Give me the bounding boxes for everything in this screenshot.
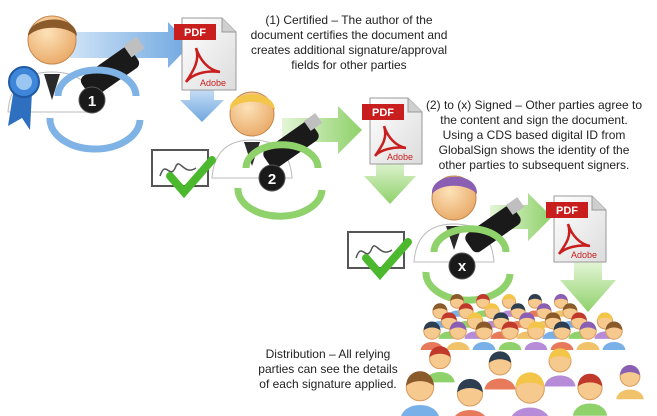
award-ribbon-icon bbox=[8, 66, 40, 130]
cycle-arrows-icon-2 bbox=[234, 141, 326, 220]
adobe-label-3: Adobe bbox=[571, 250, 597, 260]
certified-caption: (1) Certified – The author of the docume… bbox=[250, 13, 448, 72]
relying-party-user-icon bbox=[497, 321, 523, 351]
usb-token-icon-x bbox=[465, 197, 525, 253]
step-badge-1-label: 1 bbox=[88, 93, 96, 110]
step-badge-2-label: 2 bbox=[268, 171, 276, 188]
relying-party-user-icon bbox=[615, 365, 645, 401]
pdf-tag-2: PDF bbox=[372, 107, 394, 119]
relying-party-user-icon bbox=[454, 378, 486, 416]
arrow-doc1-to-signer2 bbox=[180, 86, 224, 122]
step-badge-1: 1 bbox=[78, 86, 106, 114]
signature-check-icon-x bbox=[347, 231, 412, 281]
pdf-tag-3: PDF bbox=[556, 205, 578, 217]
step-badge-x: x bbox=[448, 252, 476, 280]
relying-party-user-icon bbox=[400, 371, 440, 416]
relying-party-user-icon bbox=[483, 351, 517, 391]
relying-party-user-icon bbox=[571, 373, 609, 416]
crowd-icon bbox=[400, 294, 645, 416]
relying-party-user-icon bbox=[523, 321, 549, 351]
adobe-label-1: Adobe bbox=[200, 78, 226, 88]
pdf-document-icon-1: PDF Adobe bbox=[174, 17, 237, 91]
flow-arrows bbox=[70, 22, 616, 312]
relying-party-user-icon bbox=[549, 321, 575, 351]
relying-party-user-icon bbox=[601, 321, 627, 351]
cycle-arrows-icon-x bbox=[422, 225, 514, 304]
signature-check-icon-2 bbox=[151, 149, 216, 199]
relying-party-user-icon bbox=[575, 321, 601, 351]
signed-caption: (2) to (x) Signed – Other parties agree … bbox=[425, 98, 643, 172]
pdf-document-icon-3: PDF Adobe bbox=[546, 195, 607, 263]
distribution-caption: Distribution – All relying parties can s… bbox=[258, 347, 398, 391]
arrow-doc2-to-signerx bbox=[364, 160, 416, 204]
arrow-doc3-to-crowd bbox=[560, 262, 616, 312]
cycle-arrows-icon-1 bbox=[46, 66, 144, 153]
relying-party-user-icon bbox=[471, 321, 497, 351]
relying-party-user-icon bbox=[543, 348, 577, 388]
adobe-label-2: Adobe bbox=[387, 152, 413, 162]
pdf-tag-1: PDF bbox=[184, 27, 206, 39]
relying-party-user-icon bbox=[510, 372, 550, 416]
step-badge-x-label: x bbox=[458, 258, 467, 275]
step-badge-2: 2 bbox=[258, 164, 286, 192]
pdf-document-icon-2: PDF Adobe bbox=[362, 97, 423, 165]
signer-x-user-icon bbox=[413, 175, 495, 263]
relying-party-user-icon bbox=[445, 321, 471, 351]
relying-party-user-icon bbox=[424, 346, 456, 384]
